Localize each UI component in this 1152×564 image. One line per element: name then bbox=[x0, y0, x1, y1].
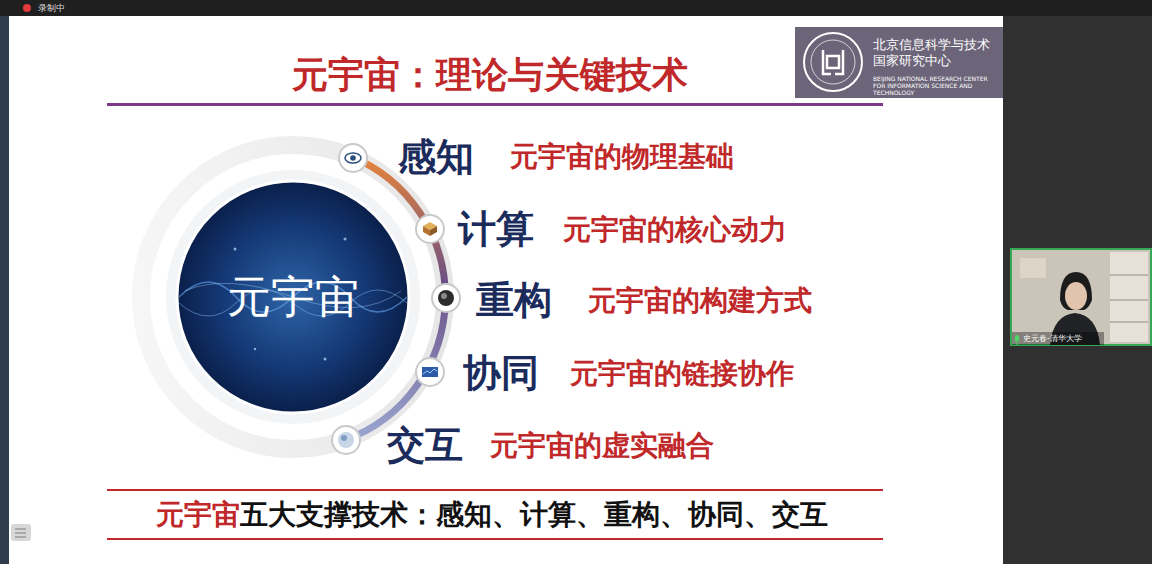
slide-title: 元宇宙：理论与关键技术 bbox=[292, 54, 688, 95]
summary-text: 五大支撑技术：感知、计算、重构、协同、交互 bbox=[240, 499, 828, 531]
tech-description: 元宇宙的虚实融合 bbox=[490, 430, 714, 462]
logo-english: BEIJING NATIONAL RESEARCH CENTER FOR INF… bbox=[873, 75, 997, 97]
summary-keyword: 元宇宙 bbox=[156, 499, 240, 531]
tech-heading: 感知 bbox=[398, 136, 474, 180]
circle-label: 元宇宙 bbox=[227, 272, 359, 323]
tech-description: 元宇宙的物理基础 bbox=[510, 141, 734, 173]
tech-description: 元宇宙的核心动力 bbox=[563, 214, 787, 246]
participant-name: 史元春-清华大学 bbox=[1023, 334, 1082, 343]
tech-heading: 交互 bbox=[387, 424, 463, 468]
recording-status: 录制中 bbox=[38, 3, 65, 13]
center-circle: 元宇宙 bbox=[175, 179, 411, 415]
tech-description: 元宇宙的链接协作 bbox=[570, 358, 794, 390]
summary-line: 元宇宙五大支撑技术：感知、计算、重构、协同、交互 bbox=[156, 499, 828, 531]
tech-heading: 重构 bbox=[476, 279, 552, 323]
tech-heading: 协同 bbox=[463, 352, 539, 396]
logo-block: 北京信息科学与技术 国家研究中心 BEIJING NATIONAL RESEARC… bbox=[795, 27, 1003, 98]
logo-name: 北京信息科学与技术 国家研究中心 bbox=[873, 37, 997, 70]
tech-description: 元宇宙的构建方式 bbox=[588, 285, 812, 317]
tech-heading: 计算 bbox=[458, 208, 534, 252]
